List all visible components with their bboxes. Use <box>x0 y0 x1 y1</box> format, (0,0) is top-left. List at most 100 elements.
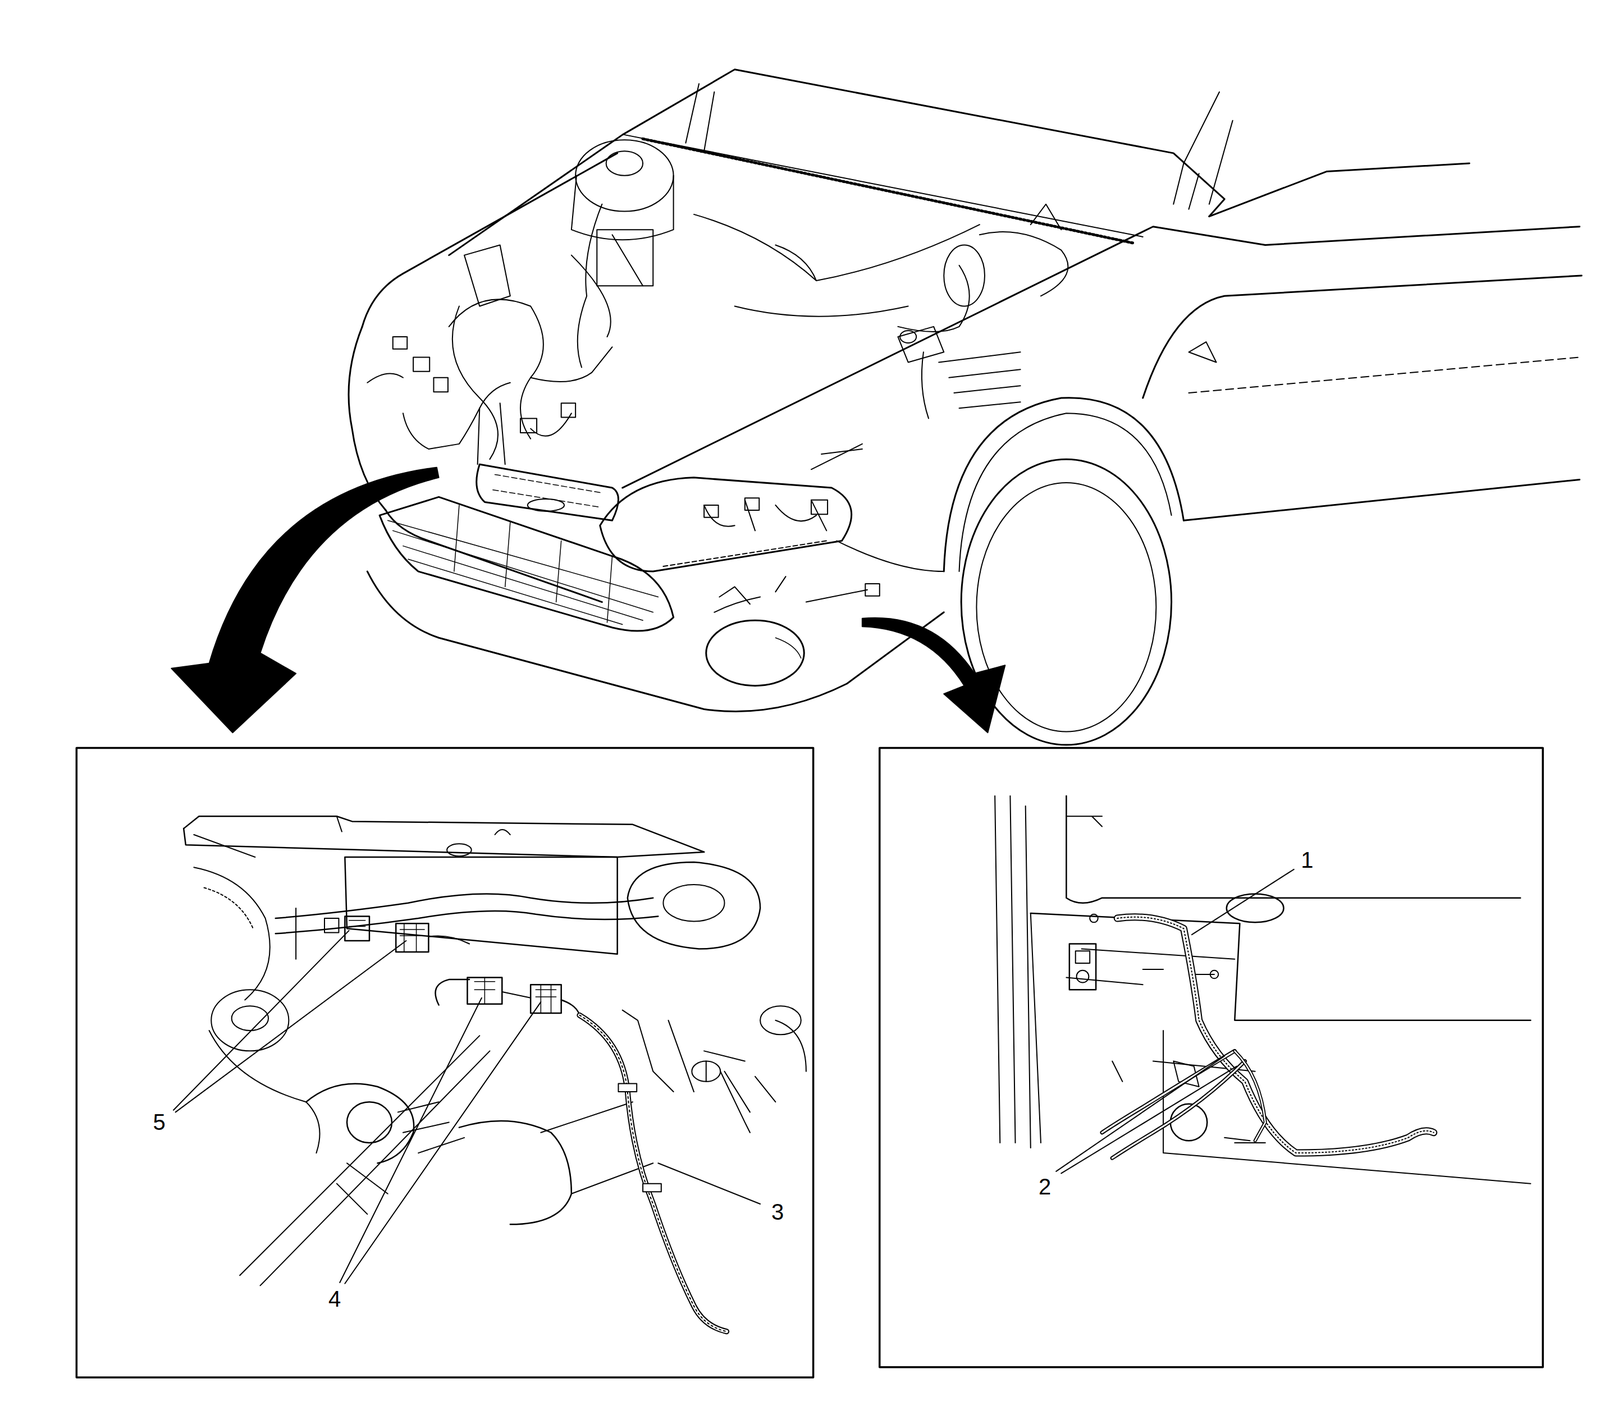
engine-bay <box>938 352 1021 409</box>
detail-inset <box>76 748 813 1378</box>
detail-inset <box>193 816 342 858</box>
engine-bay <box>897 326 944 363</box>
engine-bay <box>704 500 827 532</box>
detail-inset <box>209 1030 320 1154</box>
detail-inset <box>446 843 472 857</box>
car-body <box>348 69 1582 745</box>
engine-bay <box>575 139 674 212</box>
car-body <box>976 482 1156 732</box>
engine-bay <box>561 403 576 418</box>
wiring-harness <box>618 1084 637 1093</box>
wiring-harness <box>1117 917 1434 1154</box>
engine-bay <box>734 305 909 317</box>
engine-bay <box>530 413 572 436</box>
detail-inset <box>344 916 370 941</box>
callout-arrow <box>171 467 1005 734</box>
detail-inset <box>275 893 654 919</box>
engine-bay <box>775 244 817 281</box>
wiring-harness <box>579 1015 727 1332</box>
callout-number: 4 <box>326 1286 344 1312</box>
detail-inset <box>1089 914 1099 923</box>
car-body <box>622 226 1266 488</box>
detail-inset <box>1076 970 1090 984</box>
car-body <box>1183 479 1580 521</box>
car-body <box>836 541 944 573</box>
detail-inset <box>275 911 659 934</box>
car-body <box>454 505 613 623</box>
car-body <box>476 464 619 521</box>
leader-line <box>175 940 407 1113</box>
leader-line <box>1061 1066 1237 1174</box>
engine-bay <box>367 139 1068 613</box>
detail-inset <box>428 936 470 945</box>
engine-bay <box>606 151 643 176</box>
car-body <box>1173 163 1199 210</box>
callout-number: 5 <box>150 1109 168 1135</box>
engine-bay <box>899 330 917 344</box>
car-body <box>663 541 827 567</box>
detail-inset <box>760 1006 802 1035</box>
engine-bay <box>897 265 969 332</box>
detail-inset <box>879 748 1543 1368</box>
wiring-harness <box>1117 917 1434 1154</box>
detail-inset <box>204 888 254 930</box>
car-body <box>387 520 659 625</box>
detail-inset <box>724 1071 776 1113</box>
detail-inset <box>183 828 704 858</box>
detail-inset <box>1075 951 1090 964</box>
engine-bay <box>719 576 786 605</box>
engine-bay <box>477 403 506 465</box>
engine-bay <box>449 299 544 439</box>
car-body <box>1189 357 1580 393</box>
leader-line <box>344 1002 541 1284</box>
detail-inset <box>1226 893 1284 923</box>
detail-inset <box>239 1035 490 1286</box>
engine-bay <box>811 500 828 515</box>
car-body <box>1209 163 1470 217</box>
engine-bay <box>530 346 612 382</box>
car-body <box>1189 341 1217 363</box>
detail-inset <box>467 977 502 1004</box>
engine-bay <box>413 357 430 372</box>
car-body <box>527 499 565 512</box>
engine-bay <box>704 505 719 518</box>
leader-line <box>173 930 350 1111</box>
detail-inset <box>627 862 761 949</box>
car-body <box>775 637 801 658</box>
wiring-harness <box>1112 1061 1245 1159</box>
detail-inset <box>193 867 270 1000</box>
engine-bay <box>943 244 985 306</box>
detail-inset <box>336 1163 388 1215</box>
detail-inset <box>346 1102 392 1144</box>
leader-line <box>339 998 482 1283</box>
engine-bay <box>520 418 537 433</box>
engine-bay <box>464 244 511 306</box>
detail-inset <box>1066 796 1521 904</box>
detail-inset <box>76 748 813 1378</box>
engine-bay <box>392 336 408 350</box>
engine-bay <box>979 231 1069 296</box>
wiring-harness <box>1117 917 1434 1154</box>
leader-line <box>1191 869 1295 935</box>
detail-inset <box>324 918 339 933</box>
car-body <box>959 413 1172 572</box>
car-body <box>367 571 944 712</box>
leader-line <box>1056 1056 1225 1172</box>
engine-bay <box>921 352 929 419</box>
detail-inset <box>395 923 429 953</box>
engine-bay <box>433 377 448 392</box>
wiring-harness <box>579 1015 727 1332</box>
car-body <box>492 474 602 507</box>
detail-inset <box>435 979 470 1005</box>
detail-inset <box>561 999 580 1016</box>
car-body <box>706 620 804 686</box>
car-body <box>1265 226 1580 246</box>
engine-bay <box>403 382 511 450</box>
car-body <box>1143 275 1583 399</box>
callout-number: 1 <box>1298 847 1316 873</box>
car-body <box>379 496 674 632</box>
detail-inset <box>775 1020 807 1072</box>
detail-inset <box>474 977 495 1004</box>
